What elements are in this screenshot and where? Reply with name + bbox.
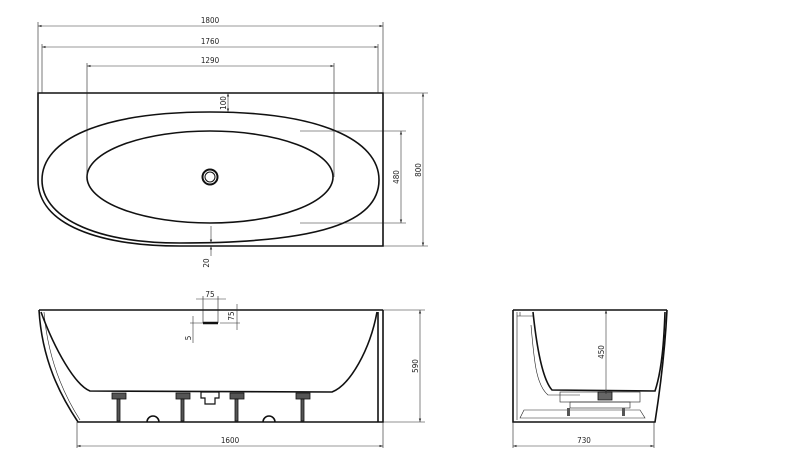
side-foot-right	[622, 408, 625, 416]
base-frame-lower	[569, 401, 631, 409]
top-view: 1800 1760 1290 100 480 800 20	[37, 16, 428, 268]
dim-label-bowl-length: 1290	[201, 56, 220, 65]
extension-lines	[37, 22, 428, 247]
side-view-outer-shell	[512, 309, 668, 423]
side-foot-left	[567, 408, 570, 416]
dim-label-overall-width: 800	[414, 163, 423, 177]
overflow-extension-lines	[190, 296, 240, 324]
bathtub-feet	[111, 392, 311, 422]
dim-label-inner-length: 1760	[201, 37, 220, 46]
foot-1-pad	[111, 392, 127, 400]
overflow-pipe	[530, 324, 580, 396]
base-cutouts	[146, 415, 276, 423]
dim-label-overflow-width: 75	[205, 290, 214, 299]
foot-2-pad	[175, 392, 191, 400]
side-view-bowl	[532, 311, 666, 392]
dim-label-rim-offset: 100	[219, 96, 228, 110]
side-view-wall-panel	[516, 312, 533, 420]
foot-1-leg	[116, 398, 121, 422]
base-plate	[519, 409, 646, 419]
dim-label-height: 590	[411, 359, 420, 373]
front-view: 75 75 5 590 1600	[38, 290, 425, 448]
top-view-rim	[41, 111, 380, 244]
foot-2-leg	[180, 398, 185, 422]
waste-trap	[200, 391, 220, 405]
dim-label-front-offset: 20	[202, 258, 211, 268]
top-view-bowl	[86, 130, 334, 224]
top-view-outline	[37, 92, 384, 247]
front-view-outer-shell	[38, 309, 384, 423]
drain-icon	[201, 168, 219, 186]
side-view: 450 730	[512, 309, 668, 448]
front-view-shell-edge	[43, 311, 81, 421]
dim-label-base-width: 730	[577, 436, 591, 445]
dim-label-depth: 450	[597, 345, 606, 359]
dim-label-overflow-slot: 5	[184, 336, 193, 341]
foot-4-pad	[295, 392, 311, 400]
foot-3-leg	[234, 398, 239, 422]
drain-inner-ring	[204, 171, 216, 183]
side-extension-lines	[512, 422, 655, 448]
dim-label-overall-length: 1800	[201, 16, 220, 25]
dim-label-bowl-width: 480	[392, 170, 401, 184]
side-waste-trap	[597, 391, 613, 401]
front-extension-lines	[76, 309, 425, 448]
dim-label-overflow-height: 75	[227, 311, 236, 320]
dim-label-base-length: 1600	[221, 436, 240, 445]
foot-3-pad	[229, 392, 245, 400]
foot-4-leg	[300, 398, 305, 422]
